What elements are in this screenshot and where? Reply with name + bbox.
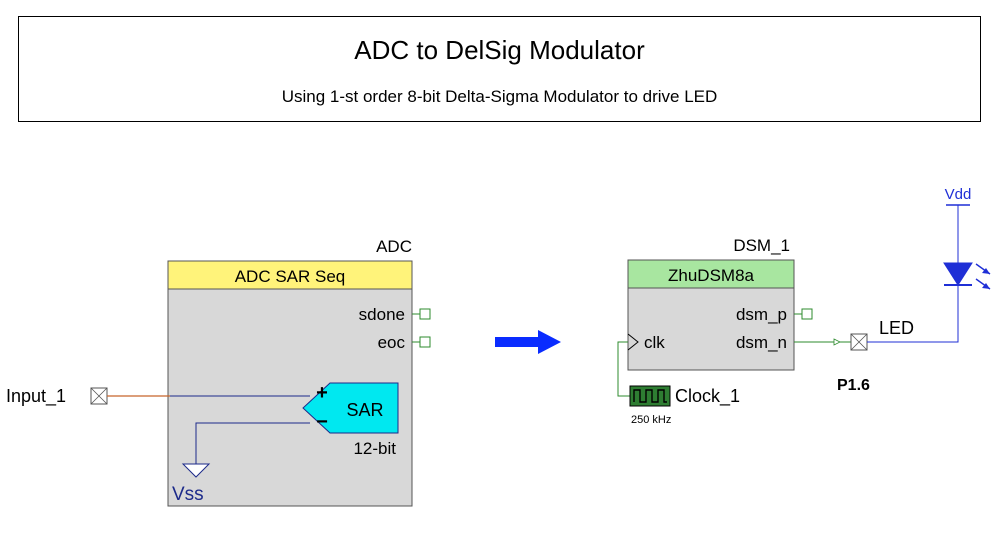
title-box: ADC to DelSig Modulator Using 1-st order… <box>18 16 981 122</box>
adc-resolution: 12-bit <box>353 439 396 458</box>
vdd-label: Vdd <box>945 186 972 203</box>
input-pin-icon[interactable] <box>90 387 108 405</box>
dsm-component[interactable]: ZhuDSM8a clk dsm_p dsm_n <box>627 259 813 371</box>
dsm-instance-name: DSM_1 <box>733 236 790 255</box>
output-direction-icon <box>833 338 841 346</box>
page-subtitle: Using 1-st order 8-bit Delta-Sigma Modul… <box>281 87 718 106</box>
sar-label: SAR <box>346 400 383 420</box>
page-title: ADC to DelSig Modulator <box>354 35 645 65</box>
clock-frequency: 250 kHz <box>631 414 671 426</box>
dsm-p-terminal[interactable] <box>801 308 813 320</box>
adc-eoc-terminal[interactable] <box>419 336 431 348</box>
adc-instance-name: ADC <box>376 237 412 256</box>
sar-minus-sign: − <box>316 411 328 433</box>
adc-minus-wire <box>195 422 310 464</box>
led-label: LED <box>879 318 914 338</box>
vss-ground-icon <box>181 463 211 478</box>
clk-input-marker-icon <box>627 333 639 351</box>
adc-component[interactable]: ADC SAR Seq sdone eoc + − SAR 12-bit Vss <box>167 260 431 507</box>
dsm-body <box>627 287 795 371</box>
dsm-pin-dsm-n-label: dsm_n <box>736 333 787 352</box>
clock-wire <box>617 341 630 397</box>
vss-label: Vss <box>172 484 204 505</box>
led-pin-number: P1.6 <box>837 377 870 394</box>
sar-symbol <box>302 382 399 434</box>
adc-header <box>167 260 413 290</box>
clock-label: Clock_1 <box>675 386 740 407</box>
dsm-pin-clk-label: clk <box>644 333 665 352</box>
led-wire <box>867 285 959 343</box>
adc-sdone-terminal[interactable] <box>419 308 431 320</box>
adc-pin-eoc-label: eoc <box>378 333 406 352</box>
flow-arrow-icon <box>495 330 561 354</box>
adc-component-name: ADC SAR Seq <box>235 267 346 286</box>
led-diode-icon <box>943 262 991 290</box>
led-pin-icon[interactable] <box>850 333 868 351</box>
clock-component[interactable] <box>629 385 671 407</box>
dsm-pin-dsm-p-label: dsm_p <box>736 305 787 324</box>
input-pin-label: Input_1 <box>6 386 66 407</box>
sar-plus-sign: + <box>316 382 328 404</box>
dsm-component-name: ZhuDSM8a <box>668 266 755 285</box>
adc-pin-sdone-label: sdone <box>359 305 405 324</box>
